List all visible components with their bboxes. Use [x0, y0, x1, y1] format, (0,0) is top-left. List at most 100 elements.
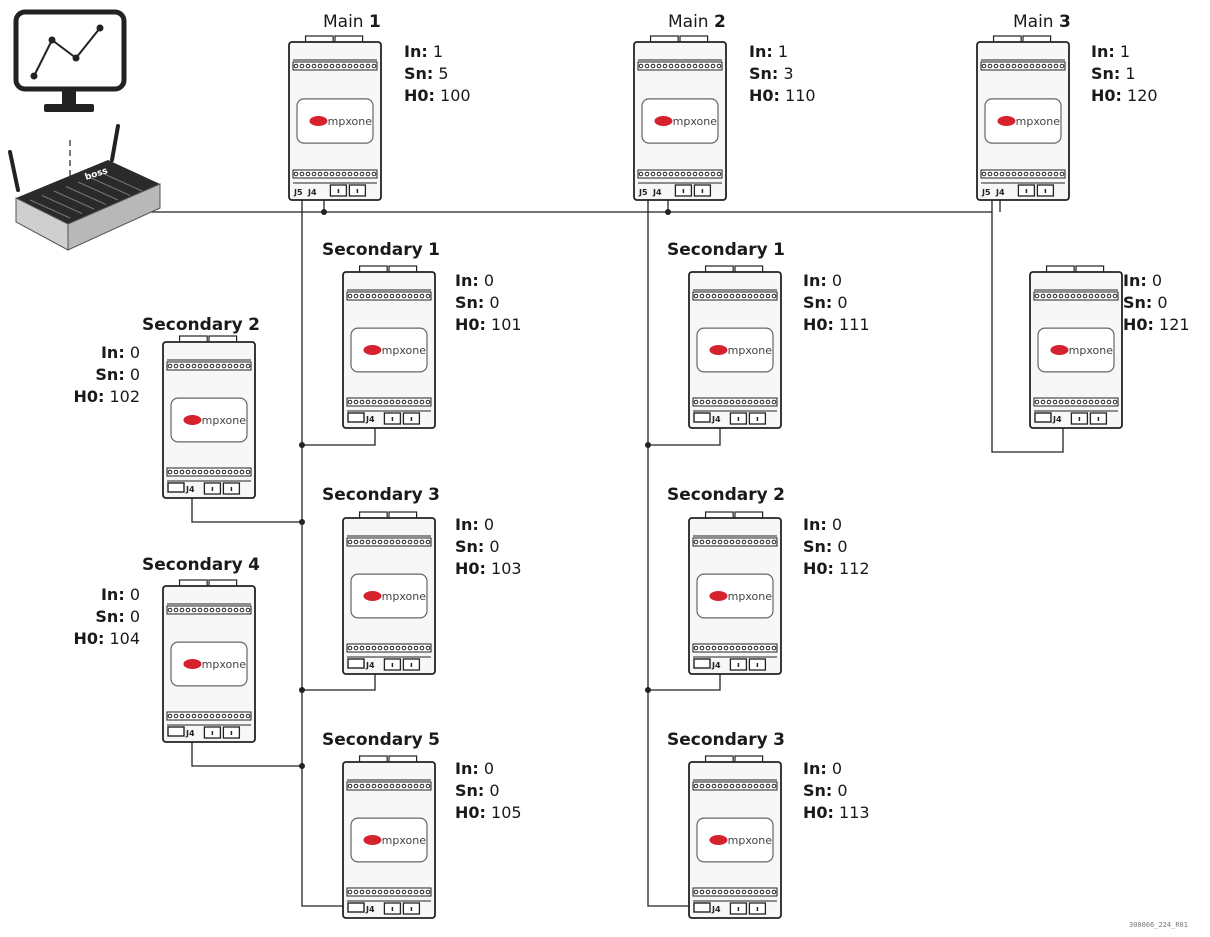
antenna	[8, 150, 20, 192]
terminal-screw	[771, 293, 777, 299]
bus-3-line	[991, 190, 1064, 453]
terminal-screw	[1052, 293, 1058, 299]
terminal-strip-bottom	[346, 887, 432, 897]
brand-badge-icon	[183, 659, 202, 669]
terminal-screw	[347, 889, 353, 895]
terminal-screw	[710, 171, 716, 177]
terminal-screw	[347, 171, 353, 177]
front-panel	[984, 98, 1062, 144]
params-m1-secondary-4: In: 0 Sn: 0 H0: 104	[73, 585, 140, 648]
terminal-screw	[735, 783, 741, 789]
terminal-screw	[981, 63, 987, 69]
terminal-screw	[662, 171, 668, 177]
terminal-screw	[699, 539, 705, 545]
terminal-screw	[191, 363, 197, 369]
terminal-screw	[711, 399, 717, 405]
brand-badge-icon	[709, 591, 728, 601]
terminal-screw	[197, 469, 203, 475]
terminal-strip-top	[346, 291, 432, 301]
terminal-screw	[371, 399, 377, 405]
terminal-screw	[221, 469, 227, 475]
terminal-screw	[723, 889, 729, 895]
terminal-screw	[759, 293, 765, 299]
terminal-screw	[699, 399, 705, 405]
terminal-screw	[185, 607, 191, 613]
terminal-screw	[167, 363, 173, 369]
terminal-screw	[693, 645, 699, 651]
terminal-screw	[650, 63, 656, 69]
terminal-screw	[167, 607, 173, 613]
terminal-screw	[686, 171, 692, 177]
front-panel	[350, 573, 428, 619]
brand-badge-icon	[709, 835, 728, 845]
terminal-screw	[221, 713, 227, 719]
terminal-screw	[993, 63, 999, 69]
terminal-screw	[747, 783, 753, 789]
title-m1-secondary-4: Secondary 4	[142, 555, 260, 575]
terminal-screw	[401, 399, 407, 405]
terminal-screw	[735, 399, 741, 405]
terminal-screw	[179, 363, 185, 369]
terminal-screw	[245, 363, 251, 369]
terminal-screw	[395, 889, 401, 895]
terminal-screw	[305, 171, 311, 177]
terminal-screw	[711, 539, 717, 545]
terminal-screw	[245, 713, 251, 719]
terminal-screw	[371, 539, 377, 545]
terminal-screw	[347, 645, 353, 651]
terminal-screw	[395, 293, 401, 299]
terminal-screw	[765, 783, 771, 789]
terminal-screw	[377, 399, 383, 405]
terminal-screw	[747, 293, 753, 299]
terminal-screw	[311, 171, 317, 177]
port-j4-label: J4	[711, 415, 721, 424]
terminal-screw	[692, 171, 698, 177]
title-main-3: Main 3	[1013, 12, 1071, 32]
terminal-screw	[425, 293, 431, 299]
terminal-screw	[1041, 171, 1047, 177]
terminal-screw	[693, 539, 699, 545]
terminal-screw	[209, 469, 215, 475]
terminal-screw	[1053, 63, 1059, 69]
terminal-strip-bottom	[692, 397, 778, 407]
terminal-screw	[1070, 399, 1076, 405]
terminal-screw	[383, 645, 389, 651]
junction-main-1	[321, 209, 327, 215]
port-j4-label: J4	[185, 485, 195, 494]
terminal-screw	[167, 469, 173, 475]
terminal-screw	[662, 63, 668, 69]
terminal-screw	[729, 293, 735, 299]
device-brand-label: mpxone	[382, 344, 427, 357]
router-vent	[77, 181, 119, 201]
terminal-screw	[1047, 63, 1053, 69]
terminal-strip-top	[692, 781, 778, 791]
terminal-strip-top	[292, 61, 378, 71]
terminal-screw	[981, 171, 987, 177]
terminal-screw	[317, 171, 323, 177]
terminal-screw	[353, 171, 359, 177]
terminal-screw	[741, 539, 747, 545]
terminal-screw	[239, 363, 245, 369]
params-m3-secondary: In: 0 Sn: 0 H0: 121	[1123, 271, 1190, 334]
terminal-screw	[1017, 171, 1023, 177]
terminal-screw	[1052, 399, 1058, 405]
terminal-screw	[753, 645, 759, 651]
terminal-screw	[1029, 63, 1035, 69]
port-connector	[693, 902, 711, 913]
port-connector	[347, 658, 365, 669]
terminal-screw	[1011, 171, 1017, 177]
terminal-screw	[365, 293, 371, 299]
terminal-strip-bottom	[1033, 397, 1119, 407]
brand-badge-icon	[997, 116, 1016, 126]
terminal-strip-top	[166, 361, 252, 371]
terminal-screw	[771, 645, 777, 651]
port-j4-label: J4	[711, 905, 721, 914]
device-brand-label: mpxone	[1016, 115, 1061, 128]
terminal-screw	[747, 539, 753, 545]
terminal-screw	[1082, 293, 1088, 299]
brand-badge-icon	[183, 415, 202, 425]
